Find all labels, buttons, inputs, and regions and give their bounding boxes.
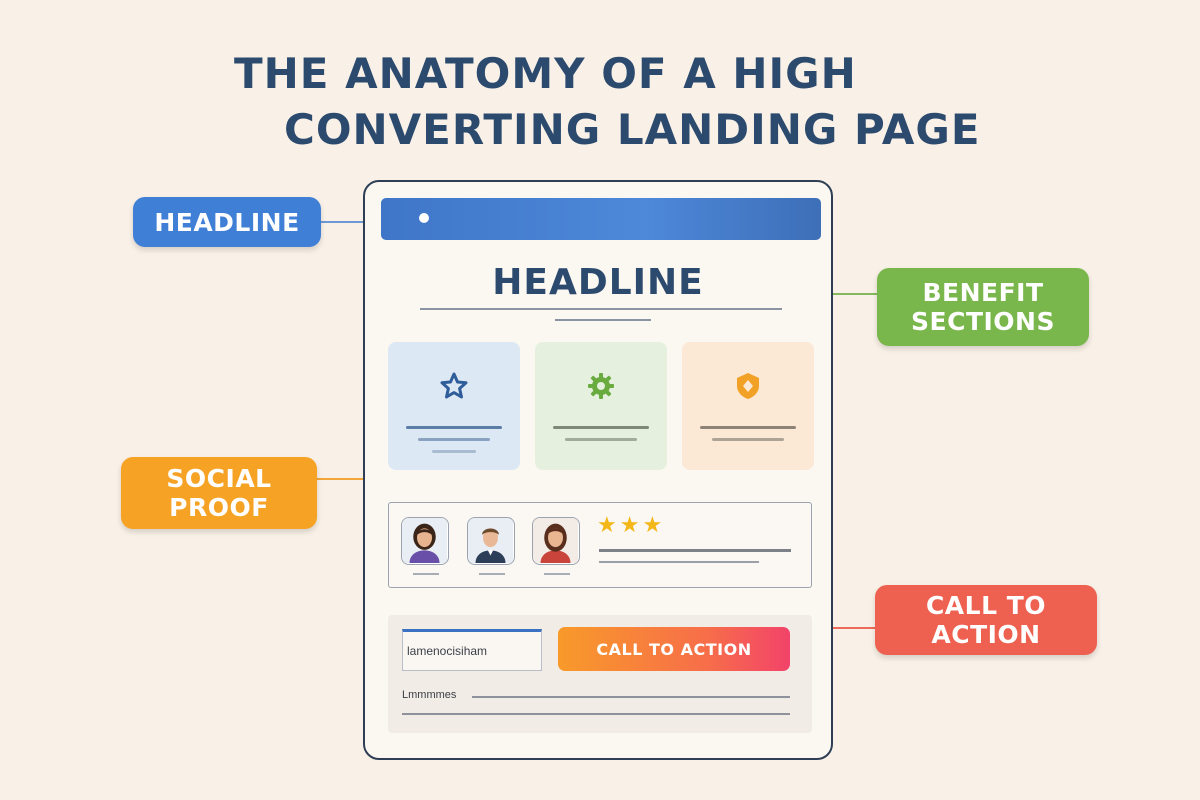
headline-callout: HEADLINE (133, 197, 321, 247)
cta-callout-line-1: CALL TO (925, 591, 1047, 620)
benefit-callout-line-2: SECTIONS (911, 307, 1055, 336)
cta-callout: CALL TO ACTION (875, 585, 1097, 655)
title-line-2: CONVERTING LANDING PAGE (284, 105, 981, 154)
headline-rule-short (555, 319, 651, 321)
avatar-woman-1-icon (402, 518, 447, 563)
email-input[interactable]: lamenocisiham (402, 629, 542, 671)
social-proof-callout-line-1: SOCIAL (166, 464, 272, 493)
avatar-caption-2 (479, 573, 505, 575)
avatar-woman-2-icon (533, 518, 578, 563)
landing-page-mockup: HEADLINE (363, 180, 833, 760)
headline-callout-label: HEADLINE (154, 207, 300, 237)
review-line-2 (599, 561, 759, 563)
social-proof-callout-line-2: PROOF (169, 493, 269, 522)
card-3-line-2 (712, 438, 784, 441)
headline-rule-long (420, 308, 782, 310)
social-proof-section: ★★★ (388, 502, 812, 588)
fine-print-line-2 (402, 713, 790, 715)
mockup-top-bar (381, 198, 821, 240)
mockup-headline: HEADLINE (492, 262, 704, 303)
card-3-line-1 (700, 426, 796, 429)
review-line-1 (599, 549, 791, 552)
title-line-1: THE ANATOMY OF A HIGH (234, 49, 857, 98)
social-proof-callout: SOCIAL PROOF (121, 457, 317, 529)
rating-stars: ★★★ (597, 513, 666, 538)
social-proof-connector (316, 478, 394, 480)
benefit-card-2 (535, 342, 667, 470)
card-2-line-1 (553, 426, 649, 429)
avatar (532, 517, 580, 565)
shield-icon (737, 373, 759, 399)
avatar-man-icon (468, 518, 513, 563)
star-icon (440, 372, 468, 399)
fine-print-line-1 (472, 696, 790, 698)
cta-section: lamenocisiham CALL TO ACTION Lmmmmes (388, 615, 812, 733)
card-2-line-2 (565, 438, 637, 441)
card-1-line-3 (432, 450, 476, 453)
benefit-callout-line-1: BENEFIT (922, 278, 1044, 307)
gear-icon (588, 373, 614, 399)
avatar-caption-3 (544, 573, 570, 575)
benefit-sections-callout: BENEFIT SECTIONS (877, 268, 1089, 346)
benefit-card-1 (388, 342, 520, 470)
card-1-line-1 (406, 426, 502, 429)
avatar (401, 517, 449, 565)
avatar (467, 517, 515, 565)
cta-callout-line-2: ACTION (931, 620, 1041, 649)
card-1-line-2 (418, 438, 490, 441)
top-bar-dot (419, 213, 429, 223)
avatar-caption-1 (413, 573, 439, 575)
cta-connector (804, 627, 876, 629)
fine-print-label: Lmmmmes (402, 689, 457, 701)
benefit-card-3 (682, 342, 814, 470)
call-to-action-button[interactable]: CALL TO ACTION (558, 627, 790, 671)
